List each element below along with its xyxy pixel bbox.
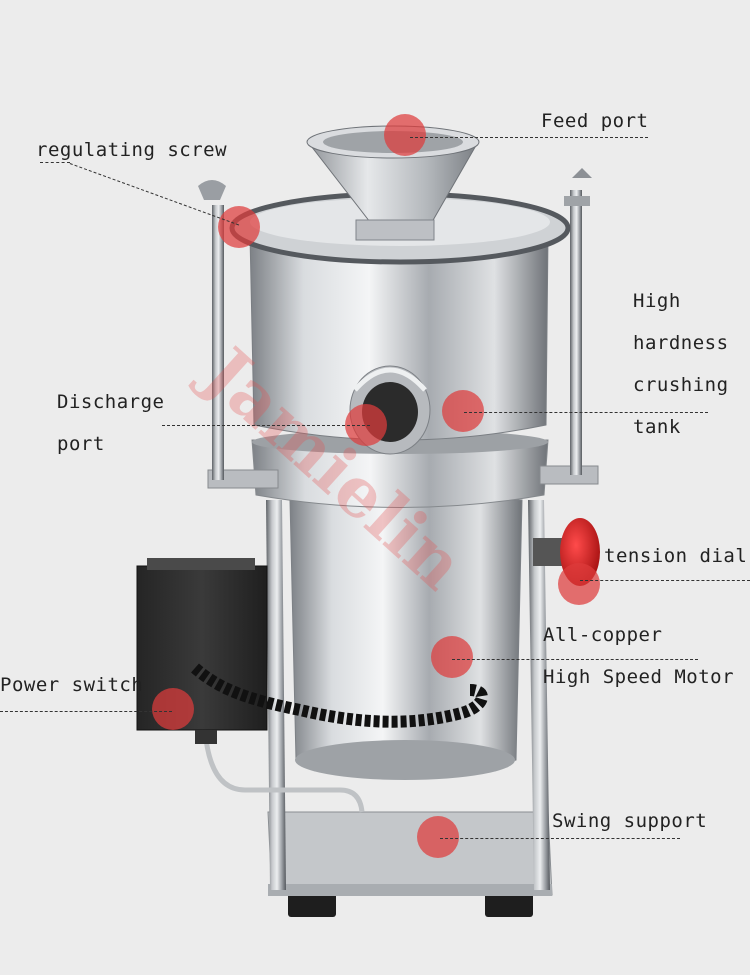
leader-regulating-screw-top [40,162,70,163]
label-motor: All-copper High Speed Motor [543,614,734,698]
leader-swing-support [440,838,680,839]
rod-right [570,190,582,475]
label-discharge-port: Discharge port [57,381,164,465]
marker-tension-dial [558,563,600,605]
marker-regulating-screw [218,206,260,248]
label-tank-line4: tank [633,416,681,438]
leader-feed-port [410,137,648,138]
foot-right [485,893,533,917]
label-power-switch: Power switch [0,674,144,696]
leader-tension-dial [580,580,750,581]
marker-power-switch [152,688,194,730]
leader-motor [452,659,698,660]
leader-discharge [162,425,370,426]
marker-feed-port [384,114,426,156]
label-tank-line2: hardness [633,332,729,354]
label-discharge-line1: Discharge [57,391,165,413]
leader-power-switch [0,711,172,712]
swing-frame-right [528,500,550,890]
coil-cable [191,663,488,728]
label-motor-line2: High Speed Motor [543,666,735,688]
label-tank-line3: crushing [633,374,729,396]
leader-tank [464,412,708,413]
marker-swing-support [417,816,459,858]
label-crushing-tank: High hardness crushing tank [633,280,729,448]
label-swing-support: Swing support [552,810,708,832]
marker-tank [442,390,484,432]
label-tank-line1: High [633,290,681,312]
label-tension-dial: tension dial [604,545,748,567]
label-discharge-line2: port [57,433,105,455]
label-regulating-screw: regulating screw [36,139,228,161]
rod-left [212,205,224,480]
label-feed-port: Feed port [541,110,649,132]
label-motor-line1: All-copper [543,624,663,646]
foot-left [288,893,336,917]
marker-motor [431,636,473,678]
base-plate [267,811,553,896]
